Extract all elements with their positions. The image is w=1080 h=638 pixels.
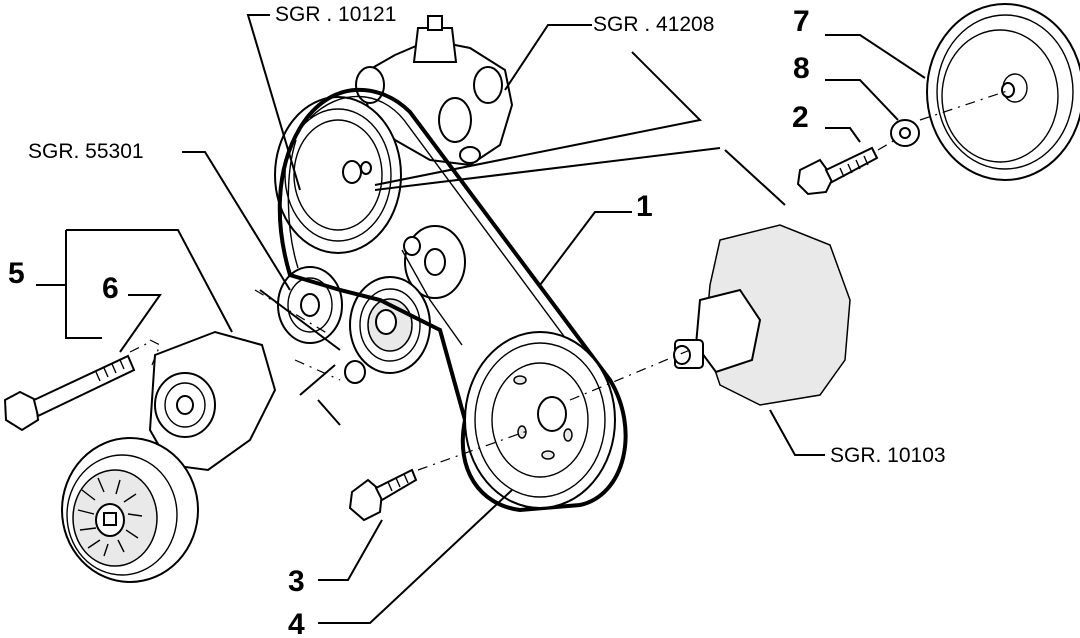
part-number-8: 8 <box>793 52 810 85</box>
leader-lines <box>36 14 926 624</box>
idler-pulleys <box>277 225 466 384</box>
part-number-7: 7 <box>793 5 810 38</box>
crankshaft <box>673 224 851 406</box>
pump-pulley <box>274 96 402 254</box>
label-sgr-41208: SGR . 41208 <box>593 13 714 36</box>
crankshaft-pulley <box>464 331 616 509</box>
label-sgr-10103: SGR. 10103 <box>830 444 946 467</box>
label-sgr-10121: SGR . 10121 <box>275 3 396 26</box>
bolt-upper <box>796 146 879 196</box>
part-number-1: 1 <box>636 190 653 223</box>
part-numbers: 1 2 3 4 5 6 7 8 <box>8 5 810 638</box>
washer <box>890 119 920 147</box>
poly-v-belt <box>277 87 628 513</box>
power-steering-pump <box>355 15 514 167</box>
part-number-5: 5 <box>8 257 25 290</box>
bolt-lower <box>348 468 418 522</box>
part-number-2: 2 <box>792 101 809 134</box>
label-sgr-55301: SGR. 55301 <box>28 140 144 163</box>
part-number-6: 6 <box>102 272 119 305</box>
part-number-4: 4 <box>288 608 305 638</box>
reference-labels: SGR . 10121 SGR . 41208 SGR. 55301 SGR. … <box>28 3 946 467</box>
belt-tensioner-pulley <box>349 276 431 374</box>
center-lines <box>129 89 1011 471</box>
part-number-3: 3 <box>288 565 305 598</box>
belt-tensioner-assembly <box>61 330 277 583</box>
tensioner-bolt <box>3 354 136 432</box>
